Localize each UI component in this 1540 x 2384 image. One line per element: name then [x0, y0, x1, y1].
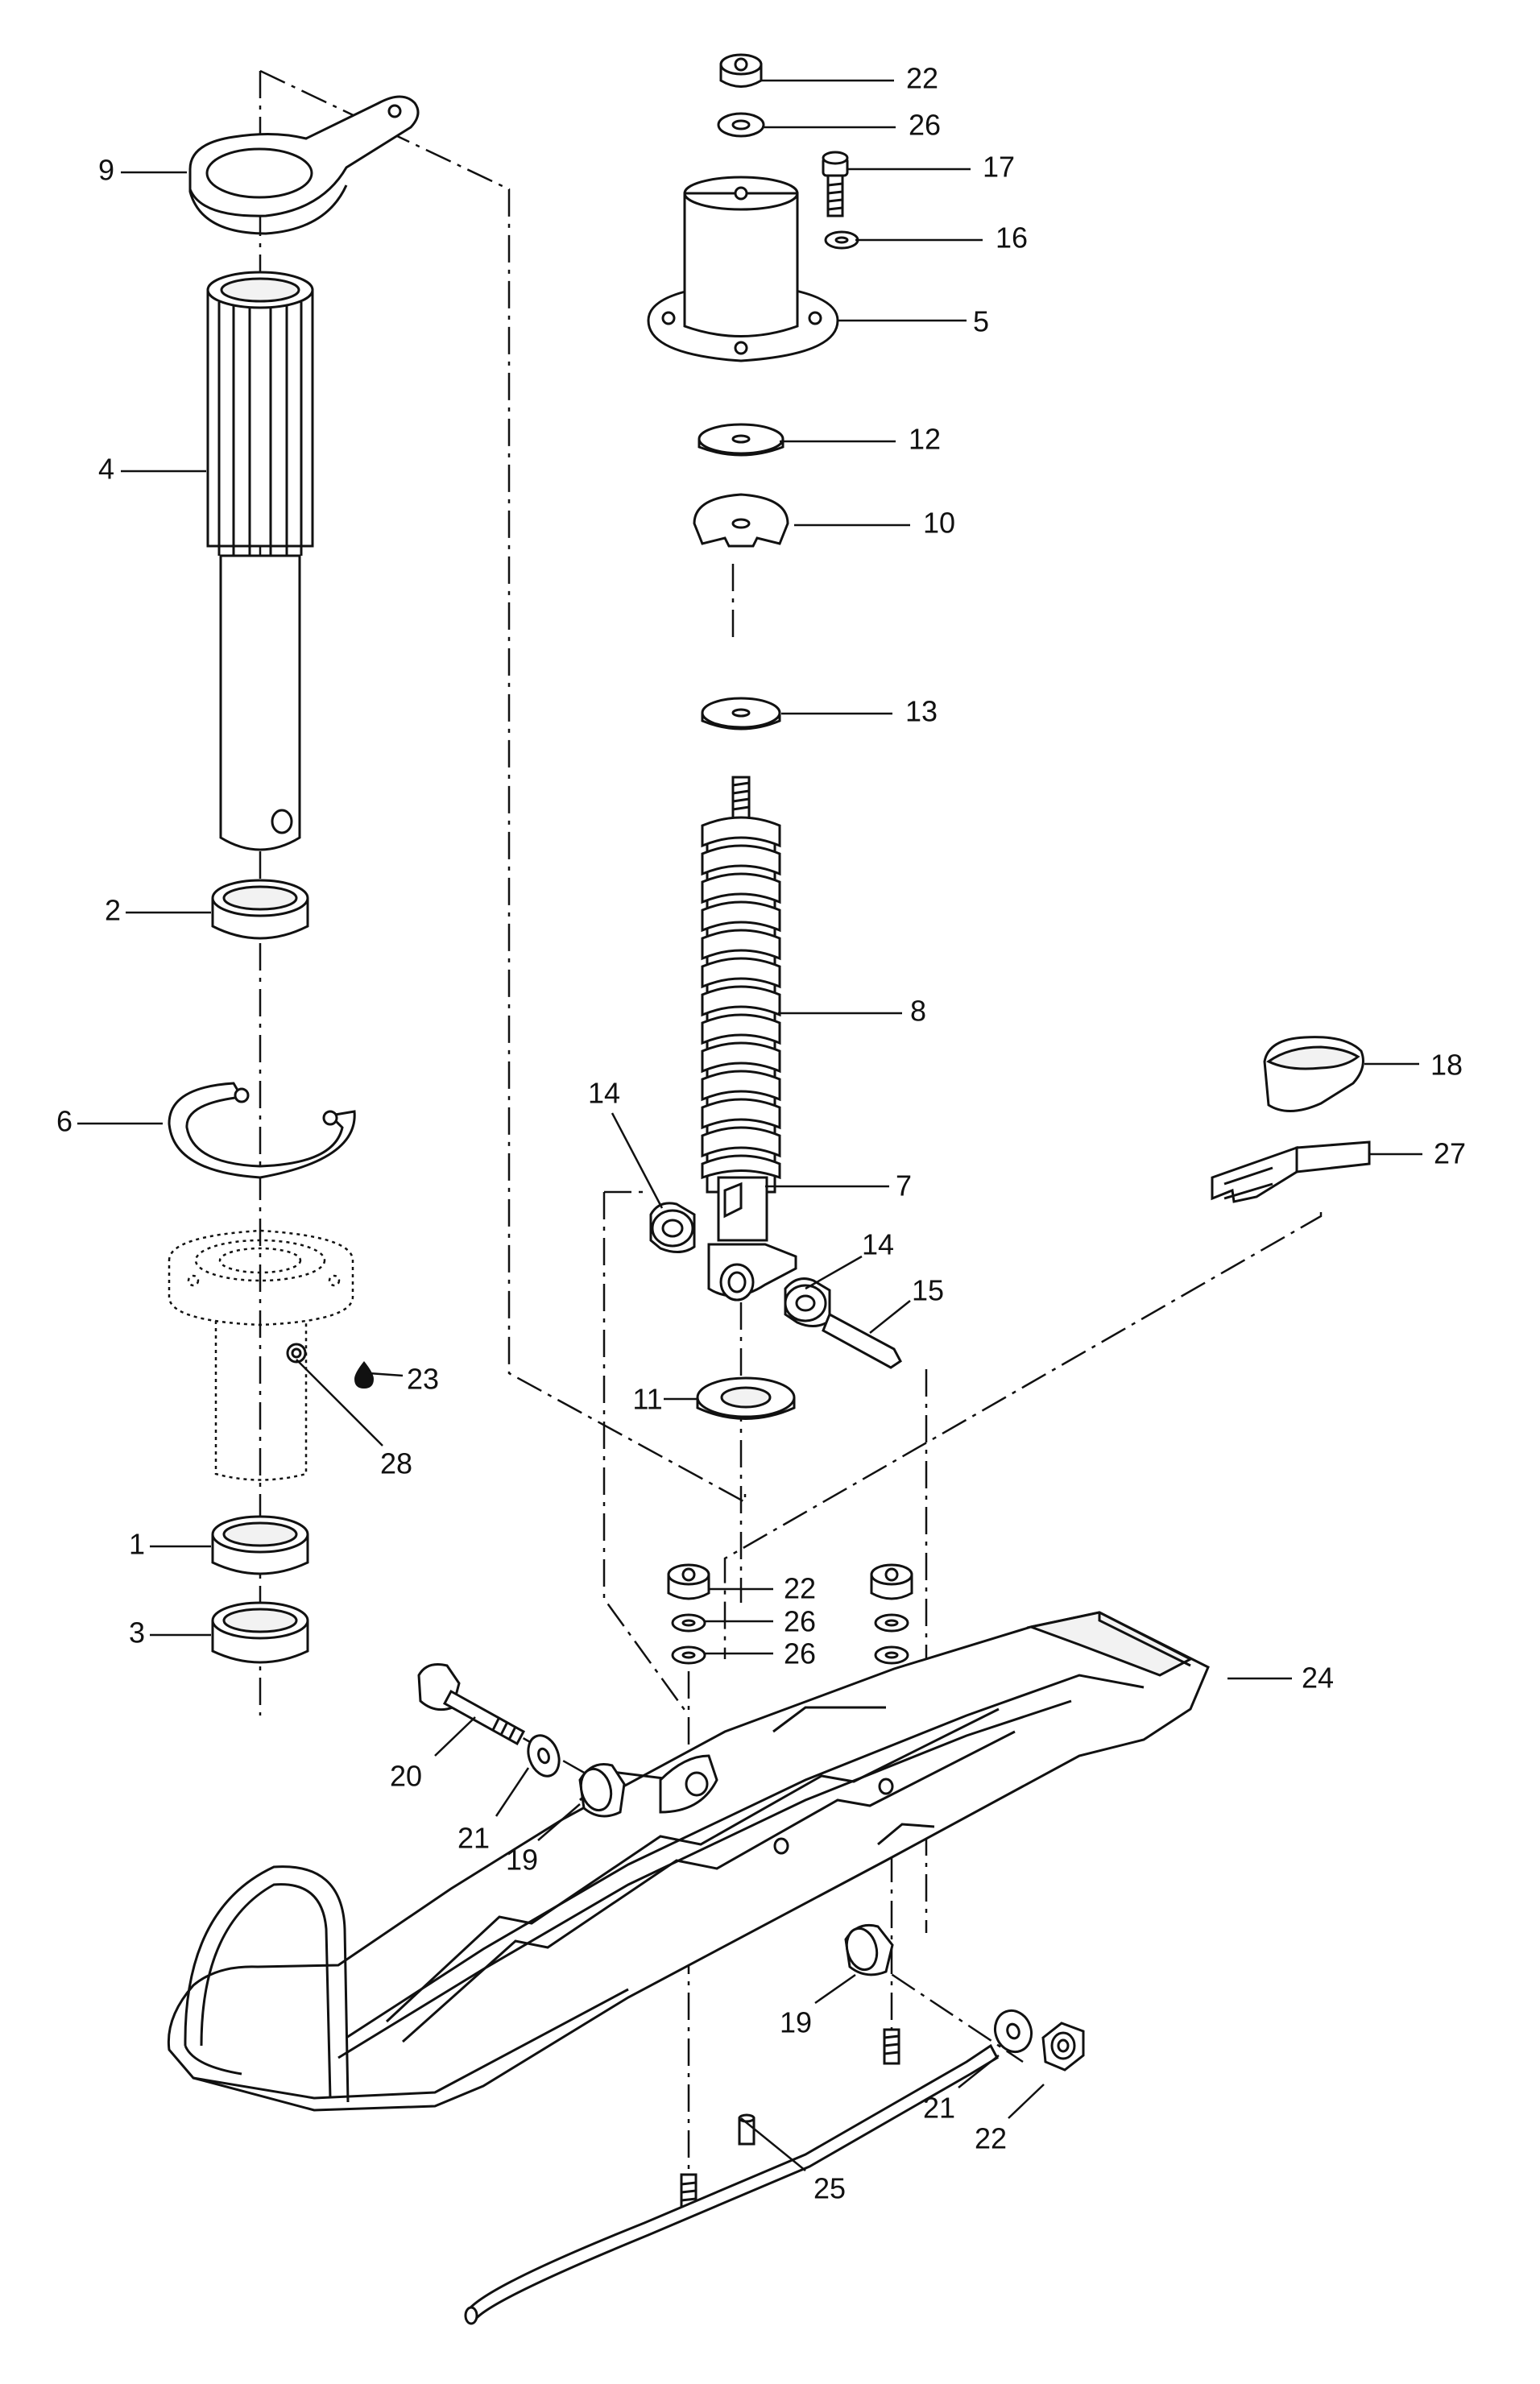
oil-drop-icon — [354, 1361, 374, 1389]
leader-line-c25 — [740, 2117, 806, 2171]
callout-number-c6: 6 — [56, 1105, 72, 1138]
part-1-bushing — [211, 1515, 309, 1575]
callout-number-c22c: 22 — [975, 2122, 1007, 2155]
callout-number-c17: 17 — [983, 151, 1015, 184]
part-18-cap — [1263, 1036, 1364, 1113]
part-14-bushing-left — [649, 1202, 696, 1253]
callout-number-c5: 5 — [973, 305, 989, 338]
callout-number-c4: 4 — [98, 453, 114, 486]
part-4-steering-column — [206, 271, 314, 851]
callout-number-c28: 28 — [380, 1447, 412, 1480]
callout-number-c26a: 26 — [909, 109, 941, 142]
callout-number-c21b: 21 — [923, 2092, 955, 2125]
callout-number-c18: 18 — [1430, 1049, 1463, 1082]
part-13-washer — [701, 697, 781, 731]
callout-number-c7: 7 — [896, 1169, 912, 1202]
leader-line-c19a — [537, 1803, 581, 1841]
callout-number-c11: 11 — [632, 1383, 662, 1416]
callout-number-c20: 20 — [390, 1760, 422, 1793]
part-10-spring-cup — [693, 493, 789, 548]
part-3-bushing — [211, 1601, 309, 1664]
part-26-lockwasher-top — [717, 112, 765, 138]
leader-line-c14b — [805, 1255, 863, 1290]
part-22-nut-side — [1041, 2022, 1085, 2072]
spring-coils — [701, 816, 781, 1180]
callout-number-c3: 3 — [129, 1616, 145, 1649]
part-12-washer — [698, 423, 784, 457]
part-26-washers-right — [874, 1613, 909, 1665]
part-19-bushing-left — [578, 1763, 626, 1818]
leader-line-c23 — [368, 1372, 404, 1377]
callout-number-c22a: 22 — [906, 62, 938, 95]
callout-number-c9: 9 — [98, 154, 114, 187]
part-22-nut-right — [870, 1563, 913, 1600]
part-2-bushing — [211, 879, 309, 940]
leader-line-c14a — [611, 1112, 664, 1209]
callout-number-c26b: 26 — [784, 1605, 816, 1638]
callout-number-c14a: 14 — [588, 1077, 620, 1110]
leader-line-c15 — [869, 1300, 911, 1334]
part-5-top-mount — [647, 176, 839, 362]
callout-number-c19b: 19 — [780, 2006, 812, 2039]
callout-labels: 9426132328222617165121013818277141415112… — [56, 62, 1466, 2205]
leader-line-c21a — [495, 1767, 530, 1817]
callout-number-c27: 27 — [1434, 1137, 1466, 1170]
part-7-damper — [707, 1176, 797, 1302]
callout-number-c14b: 14 — [862, 1228, 894, 1261]
leader-line-c21b — [958, 2055, 1000, 2088]
part-25-wear-runner — [464, 2043, 999, 2325]
callout-number-c2: 2 — [105, 894, 121, 927]
callout-number-c1: 1 — [129, 1528, 145, 1561]
leader-line-c22c — [1008, 2084, 1045, 2119]
leader-line-c28 — [296, 1359, 383, 1447]
part-27-clip — [1211, 1140, 1371, 1203]
callout-number-c19a: 19 — [506, 1844, 538, 1877]
part-21-washer-right — [993, 2009, 1033, 2054]
callout-number-c12: 12 — [909, 423, 941, 456]
part-19-bushing-right — [844, 1923, 894, 1976]
part-21-washer-left — [527, 1734, 561, 1778]
callout-number-c22b: 22 — [784, 1572, 816, 1605]
callout-number-c26c: 26 — [784, 1637, 816, 1670]
callout-number-c8: 8 — [910, 995, 926, 1028]
part-28-grease-fitting — [286, 1343, 307, 1364]
callout-number-c24: 24 — [1302, 1662, 1334, 1695]
part-15-pin — [822, 1312, 902, 1369]
leader-line-c19b — [814, 1973, 856, 2005]
callout-number-c21a: 21 — [457, 1822, 490, 1855]
part-22-nut-top — [719, 53, 763, 88]
part-9-spanner-wrench — [188, 95, 420, 235]
callout-number-c23: 23 — [407, 1363, 439, 1396]
callout-number-c10: 10 — [923, 507, 955, 540]
part-26-washers-left — [671, 1613, 706, 1665]
part-14-bushing-right — [784, 1277, 831, 1327]
part-6-circlip — [168, 1082, 356, 1179]
part-11-washer — [696, 1376, 796, 1420]
part-22-nut-left — [667, 1563, 710, 1600]
part-17-screw — [822, 151, 849, 217]
part-20-bolt — [417, 1663, 526, 1746]
steering-housing-phantom — [168, 1229, 354, 1481]
leader-line-c20 — [434, 1716, 476, 1757]
callout-number-c16: 16 — [996, 221, 1028, 255]
part-24-ski — [167, 1611, 1210, 2112]
part-16-lockwasher — [824, 230, 859, 250]
callout-number-c13: 13 — [905, 695, 938, 728]
callout-number-c15: 15 — [912, 1274, 944, 1307]
callout-number-c25: 25 — [813, 2172, 846, 2205]
